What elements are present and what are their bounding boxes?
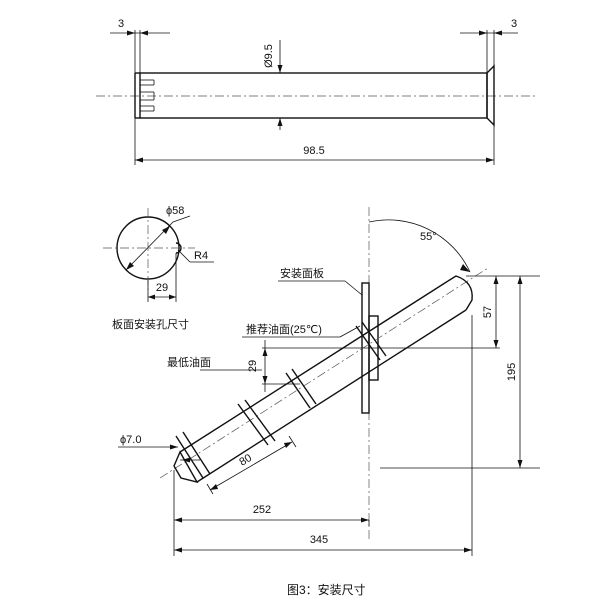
hole-caption: 板面安装孔尺寸 (112, 317, 189, 331)
hole-view: ϕ58 R4 29 板面安装孔尺寸 (103, 205, 214, 331)
hole-notch (175, 242, 182, 254)
dim-length-98-5: 98.5 (303, 145, 324, 157)
dim-angle: 55° (420, 231, 437, 243)
dim-57: 57 (482, 306, 494, 318)
top-view: 3 3 Ø9.5 98.5 (96, 18, 536, 165)
dim-notch-radius: R4 (194, 250, 208, 262)
tube-slots (140, 79, 155, 112)
dim-hole-offset: 29 (156, 282, 168, 294)
install-view: 55° 安装面板 推荐油面(25℃) 最低油面 29 57 195 (118, 207, 540, 556)
tube-flange (486, 64, 495, 127)
label-mounting-panel: 安装面板 (280, 266, 324, 280)
label-recommended-oil-level: 推荐油面(25℃) (246, 322, 322, 336)
tube-body (139, 72, 488, 119)
dim-oil-29: 29 (247, 360, 259, 372)
figure-caption: 图3：安装尺寸 (287, 582, 366, 597)
dim-right-3: 3 (511, 18, 517, 30)
inclined-tube (159, 267, 489, 484)
tube-tip (173, 450, 199, 484)
dim-diameter-9-5: Ø9.5 (263, 44, 275, 68)
clamp-rings (175, 321, 387, 479)
angle-arc (368, 219, 471, 273)
dim-345: 345 (310, 534, 328, 546)
dim-195: 195 (506, 363, 518, 381)
dim-hole-diameter: ϕ58 (166, 205, 184, 217)
dim-252: 252 (253, 504, 271, 516)
label-min-oil-level: 最低油面 (167, 355, 211, 369)
dim-tip-diameter: ϕ7.0 (120, 434, 141, 446)
dim-left-3: 3 (118, 18, 124, 30)
dim-80: 80 (237, 452, 254, 469)
